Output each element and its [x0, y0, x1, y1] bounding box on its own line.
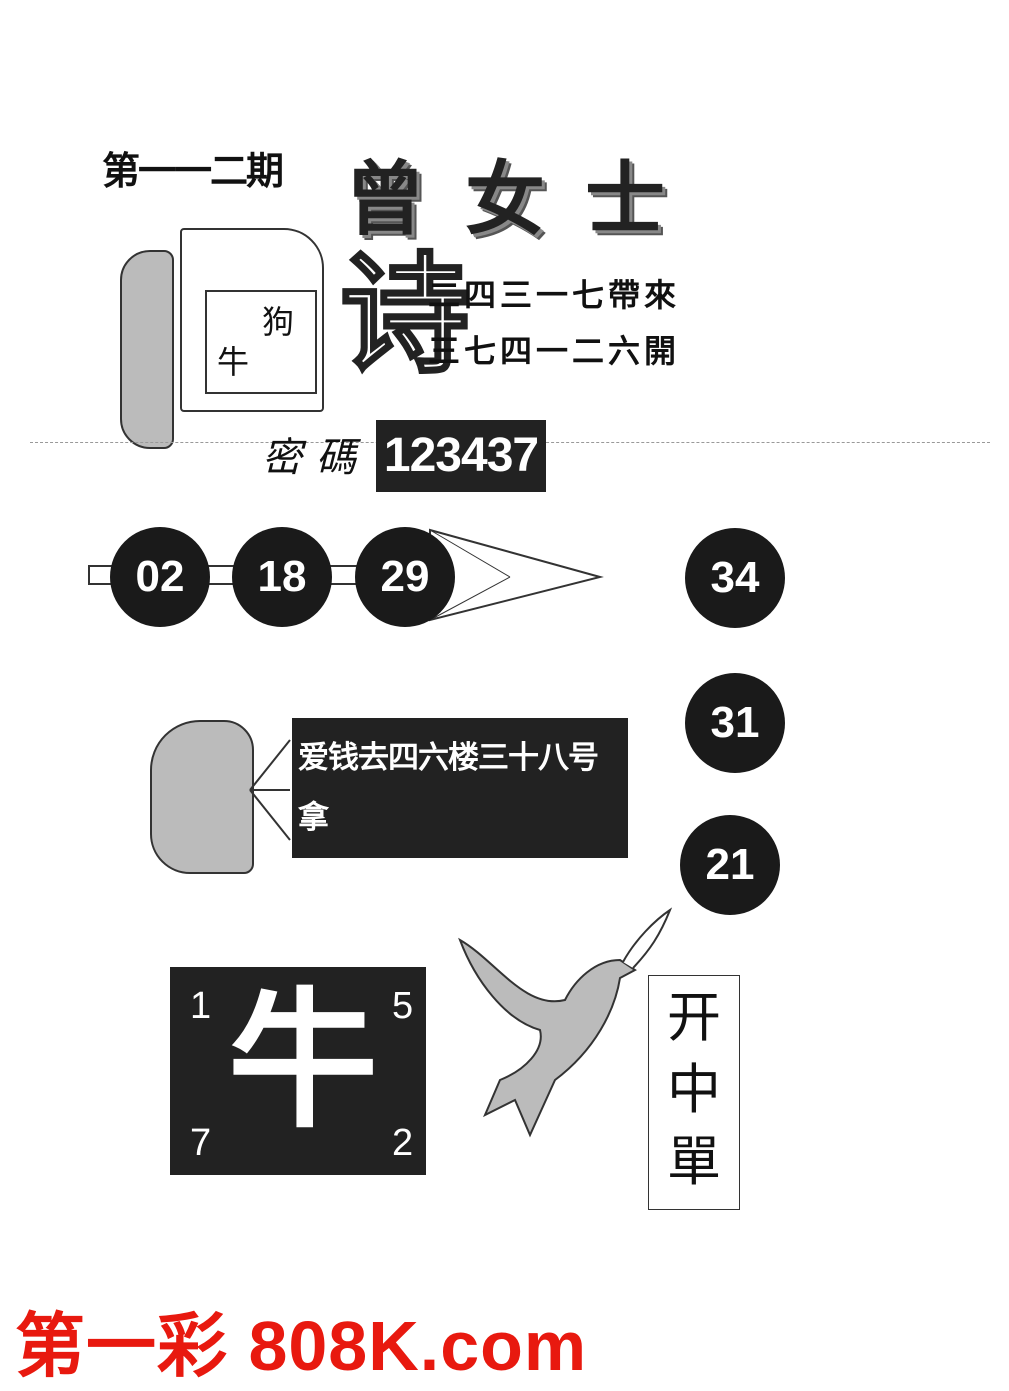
speech-arrows-icon — [249, 739, 291, 841]
ox-number-7: 7 — [190, 1122, 212, 1164]
poem-line-2: 三七四一二六開 — [428, 332, 681, 370]
poem-card — [180, 228, 324, 412]
ball-34: 34 — [685, 528, 785, 628]
open-box: 开 中 單 — [648, 975, 740, 1210]
password-label: 密碼 — [262, 435, 370, 481]
open-char-1: 开 — [667, 986, 721, 1049]
message-line-1: 爱钱去四六楼三十八号拿 — [298, 740, 599, 836]
ox-number-1: 1 — [190, 985, 212, 1027]
speaking-head-icon — [150, 720, 254, 874]
ball-18: 18 — [232, 527, 332, 627]
author-name: 曾女士 — [345, 152, 705, 246]
issue-number: 第一一二期 — [102, 148, 284, 193]
zodiac-dog: 狗 — [262, 303, 295, 341]
ball-21: 21 — [680, 815, 780, 915]
ox-number-5: 5 — [392, 985, 414, 1027]
password-value: 123437 — [376, 420, 546, 492]
message-box: 爱钱去四六楼三十八号拿 后楼跳到十七楼买十二号 — [292, 718, 628, 956]
ox-char: 牛 — [228, 975, 379, 1149]
ball-31: 31 — [685, 673, 785, 773]
message-line-2: 后楼跳到十七楼买十二号 — [298, 860, 599, 956]
open-char-3: 單 — [667, 1130, 721, 1193]
zodiac-box: 牛 狗 — [205, 290, 317, 394]
zodiac-ox: 牛 — [217, 343, 250, 381]
ox-box: 1 5 7 2 牛 — [170, 967, 426, 1175]
open-char-2: 中 — [667, 1058, 721, 1121]
poem-line-1: 二四三一七帶來 — [428, 276, 681, 314]
ox-number-2: 2 — [392, 1122, 414, 1164]
ball-02: 02 — [110, 527, 210, 627]
dove-icon — [458, 907, 673, 1138]
footer-brand: 第一彩 808K.com — [15, 1307, 588, 1385]
phone-handset-icon — [120, 250, 174, 449]
poem-char: 诗 — [338, 239, 471, 391]
ball-29: 29 — [355, 527, 455, 627]
